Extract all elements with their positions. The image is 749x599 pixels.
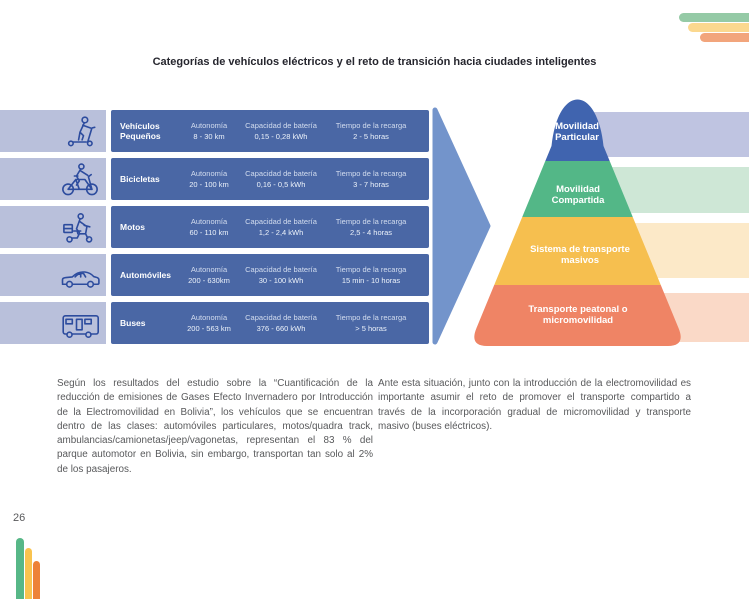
autonomia-cell: Autonomía 200 - 630km [175, 254, 243, 296]
decor-bar-orange [33, 561, 40, 599]
table-row: Vehículos Pequeños Autonomía 8 - 30 km C… [0, 110, 430, 152]
pyramid-label-particular: Movilidad Particular [555, 121, 599, 144]
col-value: 20 - 100 km [189, 180, 229, 189]
decor-bar-yellow [688, 23, 749, 32]
col-value: 376 - 660 kWh [256, 324, 306, 333]
col-header: Autonomía [190, 217, 228, 226]
bus-icon [62, 314, 100, 338]
row-label: Bicicletas [120, 173, 160, 184]
bateria-cell: Capacidad de batería 1,2 - 2,4 kWh [237, 206, 325, 248]
table-row: Automóviles Autonomía 200 - 630km Capaci… [0, 254, 430, 296]
autonomia-cell: Autonomía 200 - 563 km [175, 302, 243, 344]
col-header: Autonomía [190, 265, 228, 274]
kick-scooter-icon [67, 115, 96, 146]
table-row: Bicicletas Autonomía 20 - 100 km Capacid… [0, 158, 430, 200]
car-icon [61, 270, 100, 288]
col-header: Capacidad de batería [245, 217, 317, 226]
col-value: 0,15 - 0,28 kWh [254, 132, 308, 141]
delivery-scooter-icon [63, 212, 93, 243]
page-number: 26 [13, 512, 26, 524]
page-title: Categorías de vehículos eléctricos y el … [152, 56, 597, 68]
col-value: 200 - 630km [188, 276, 230, 285]
col-header: Tiempo de la recarga [335, 265, 407, 274]
band-particular [577, 112, 749, 157]
col-value: 200 - 563 km [187, 324, 231, 333]
row-label: Automóviles [120, 269, 172, 280]
col-header: Autonomía [190, 169, 228, 178]
icon-cell [0, 206, 106, 248]
col-value: 1,2 - 2,4 kWh [258, 228, 304, 237]
col-value: 2 - 5 horas [353, 132, 389, 141]
recarga-cell: Tiempo de la recarga > 5 horas [325, 302, 417, 344]
decor-bar-green [679, 13, 749, 22]
row-band: Buses Autonomía 200 - 563 km Capacidad d… [111, 302, 429, 344]
icon-cell [0, 254, 106, 296]
pyramid-label-masivos: Sistema de transporte masivos [530, 244, 630, 267]
col-value: 8 - 30 km [193, 132, 225, 141]
bateria-cell: Capacidad de batería 0,16 - 0,5 kWh [237, 158, 325, 200]
decor-bar-orange [700, 33, 749, 42]
transition-arrow-icon [432, 107, 491, 345]
col-header: Capacidad de batería [245, 265, 317, 274]
col-header: Capacidad de batería [245, 169, 317, 178]
recarga-cell: Tiempo de la recarga 15 min - 10 horas [325, 254, 417, 296]
table-row: Motos Autonomía 60 - 110 km Capacidad de… [0, 206, 430, 248]
col-value: 2,5 - 4 horas [349, 228, 393, 237]
pyramid-label-peatonal: Transporte peatonal o micromovilidad [528, 304, 628, 327]
row-label: Vehículos Pequeños [120, 120, 161, 141]
col-header: Tiempo de la recarga [335, 217, 407, 226]
table-row: Buses Autonomía 200 - 563 km Capacidad d… [0, 302, 430, 344]
bateria-cell: Capacidad de batería 30 - 100 kWh [237, 254, 325, 296]
col-header: Capacidad de batería [245, 121, 317, 130]
recarga-cell: Tiempo de la recarga 3 - 7 horas [325, 158, 417, 200]
decor-bar-yellow [25, 548, 32, 599]
pyramid-label-compartida: Movilidad Compartida [551, 184, 605, 207]
autonomia-cell: Autonomía 60 - 110 km [175, 206, 243, 248]
autonomia-cell: Autonomía 8 - 30 km [175, 110, 243, 152]
row-band: Automóviles Autonomía 200 - 630km Capaci… [111, 254, 429, 296]
autonomia-cell: Autonomía 20 - 100 km [175, 158, 243, 200]
row-band: Motos Autonomía 60 - 110 km Capacidad de… [111, 206, 429, 248]
pyramid-level-peatonal [474, 285, 681, 346]
col-header: Autonomía [190, 313, 228, 322]
recarga-cell: Tiempo de la recarga 2,5 - 4 horas [325, 206, 417, 248]
icon-cell [0, 158, 106, 200]
col-value: 3 - 7 horas [353, 180, 389, 189]
col-header: Capacidad de batería [245, 313, 317, 322]
bicycle-icon [62, 162, 98, 195]
col-header: Tiempo de la recarga [335, 313, 407, 322]
paragraph-left: Según los resultados del estudio sobre l… [57, 378, 373, 475]
row-label: Buses [120, 317, 146, 328]
col-value: 60 - 110 km [189, 228, 229, 237]
recarga-cell: Tiempo de la recarga 2 - 5 horas [325, 110, 417, 152]
col-value: 0,16 - 0,5 kWh [256, 180, 306, 189]
row-band: Bicicletas Autonomía 20 - 100 km Capacid… [111, 158, 429, 200]
row-label: Motos [120, 221, 146, 232]
col-value: 15 min - 10 horas [341, 276, 401, 285]
col-header: Tiempo de la recarga [335, 121, 407, 130]
bateria-cell: Capacidad de batería 0,15 - 0,28 kWh [237, 110, 325, 152]
col-header: Autonomía [190, 121, 228, 130]
bateria-cell: Capacidad de batería 376 - 660 kWh [237, 302, 325, 344]
row-band: Vehículos Pequeños Autonomía 8 - 30 km C… [111, 110, 429, 152]
icon-cell [0, 302, 106, 344]
col-header: Tiempo de la recarga [335, 169, 407, 178]
col-value: 30 - 100 kWh [258, 276, 304, 285]
col-value: > 5 horas [355, 324, 387, 333]
icon-cell [0, 110, 106, 152]
paragraph-right: Ante esta situación, junto con la introd… [378, 378, 691, 432]
decor-bar-green [16, 538, 24, 599]
